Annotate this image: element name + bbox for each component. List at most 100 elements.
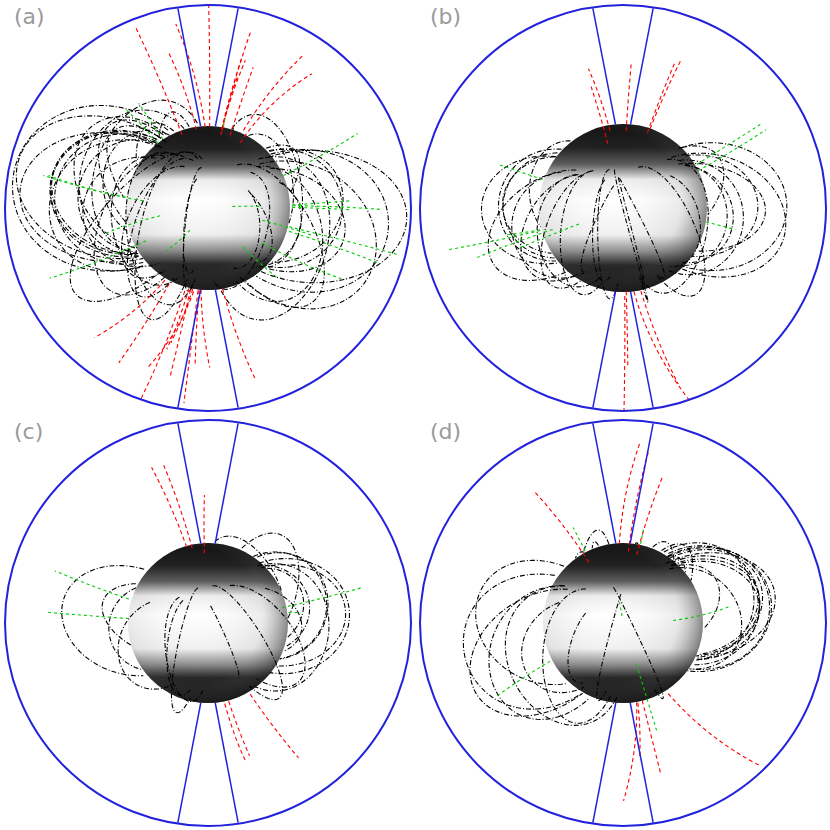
field-line: [266, 145, 299, 193]
field-line: [489, 585, 589, 719]
field-line: [249, 134, 294, 225]
boundary-cone: [630, 703, 653, 824]
boundary-cone: [215, 7, 238, 126]
field-line: [613, 587, 663, 698]
field-line: [671, 153, 785, 277]
field-line: [237, 164, 324, 307]
field-line: [252, 182, 301, 267]
field-line: [535, 492, 589, 562]
field-line: [55, 571, 129, 599]
field-line: [92, 100, 198, 254]
field-line: [254, 564, 329, 691]
field-line: [111, 155, 180, 285]
field-line: [498, 149, 561, 261]
field-line: [119, 284, 169, 363]
field-line: [148, 292, 194, 368]
field-line: [48, 176, 143, 201]
outer-boundary: [420, 5, 826, 411]
field-line: [209, 4, 210, 127]
boundary-cone: [178, 703, 201, 824]
field-line: [159, 112, 190, 140]
boundary-cone: [630, 422, 653, 543]
field-line: [230, 585, 305, 687]
field-line: [213, 172, 269, 289]
boundary-cone: [178, 290, 201, 409]
field-line: [575, 552, 584, 558]
field-line: [261, 565, 346, 666]
field-line: [503, 157, 555, 254]
boundary-cone: [593, 292, 616, 409]
outer-boundary: [420, 420, 826, 826]
field-line: [283, 133, 357, 175]
field-line: [219, 157, 329, 320]
field-line: [243, 56, 302, 131]
field-line: [635, 543, 638, 544]
field-line: [679, 565, 720, 629]
field-line: [240, 161, 376, 309]
field-line: [232, 114, 303, 268]
field-line: [212, 586, 282, 700]
field-line: [499, 165, 543, 180]
field-line: [668, 547, 769, 670]
field-line: [236, 166, 322, 301]
field-line: [166, 230, 190, 251]
panel: [420, 420, 826, 826]
field-line: [170, 290, 190, 378]
panel-label: (b): [430, 6, 461, 28]
field-line: [94, 153, 184, 295]
sphere-shading: [539, 124, 707, 292]
boundary-cone: [215, 290, 238, 409]
field-line: [512, 172, 584, 278]
field-line: [262, 243, 341, 279]
field-line: [698, 130, 766, 171]
field-line: [641, 530, 644, 544]
field-line: [476, 560, 566, 684]
field-line: [463, 574, 580, 709]
field-line: [650, 61, 680, 129]
field-line: [104, 216, 160, 234]
outer-boundary: [5, 5, 411, 411]
field-line: [686, 155, 758, 257]
field-line: [223, 289, 256, 380]
field-line: [505, 586, 617, 725]
field-line: [626, 291, 628, 365]
field-line: [519, 224, 579, 248]
field-line: [634, 292, 690, 402]
field-line: [560, 171, 602, 295]
field-line: [503, 153, 557, 258]
field-line: [481, 156, 557, 264]
field-line: [293, 206, 381, 210]
star-sphere: [539, 124, 707, 292]
field-line: [449, 231, 541, 250]
field-line: [673, 607, 728, 621]
field-line: [62, 566, 144, 676]
field-line: [638, 167, 705, 296]
field-line: [203, 495, 204, 553]
field-line: [592, 542, 598, 549]
field-line: [618, 177, 644, 285]
field-line: [268, 168, 346, 271]
field-line: [697, 123, 763, 164]
field-line: [126, 152, 194, 305]
field-line: [256, 150, 388, 293]
field-line: [267, 568, 304, 637]
field-line: [48, 612, 129, 618]
panel-label: (d): [430, 421, 461, 443]
star-sphere: [543, 543, 703, 703]
field-line: [292, 201, 349, 205]
field-line: [262, 220, 314, 236]
field-line: [43, 175, 125, 197]
boundary-cone: [178, 7, 201, 126]
field-line: [183, 168, 201, 292]
field-line: [645, 159, 709, 293]
field-line: [682, 146, 723, 214]
field-line: [233, 190, 260, 268]
field-line: [678, 163, 765, 251]
field-line: [583, 530, 609, 552]
field-line: [171, 289, 193, 343]
sphere-shading: [543, 543, 703, 703]
field-line: [232, 206, 261, 207]
field-line: [706, 222, 735, 230]
field-line: [118, 602, 171, 689]
field-line: [20, 133, 162, 262]
